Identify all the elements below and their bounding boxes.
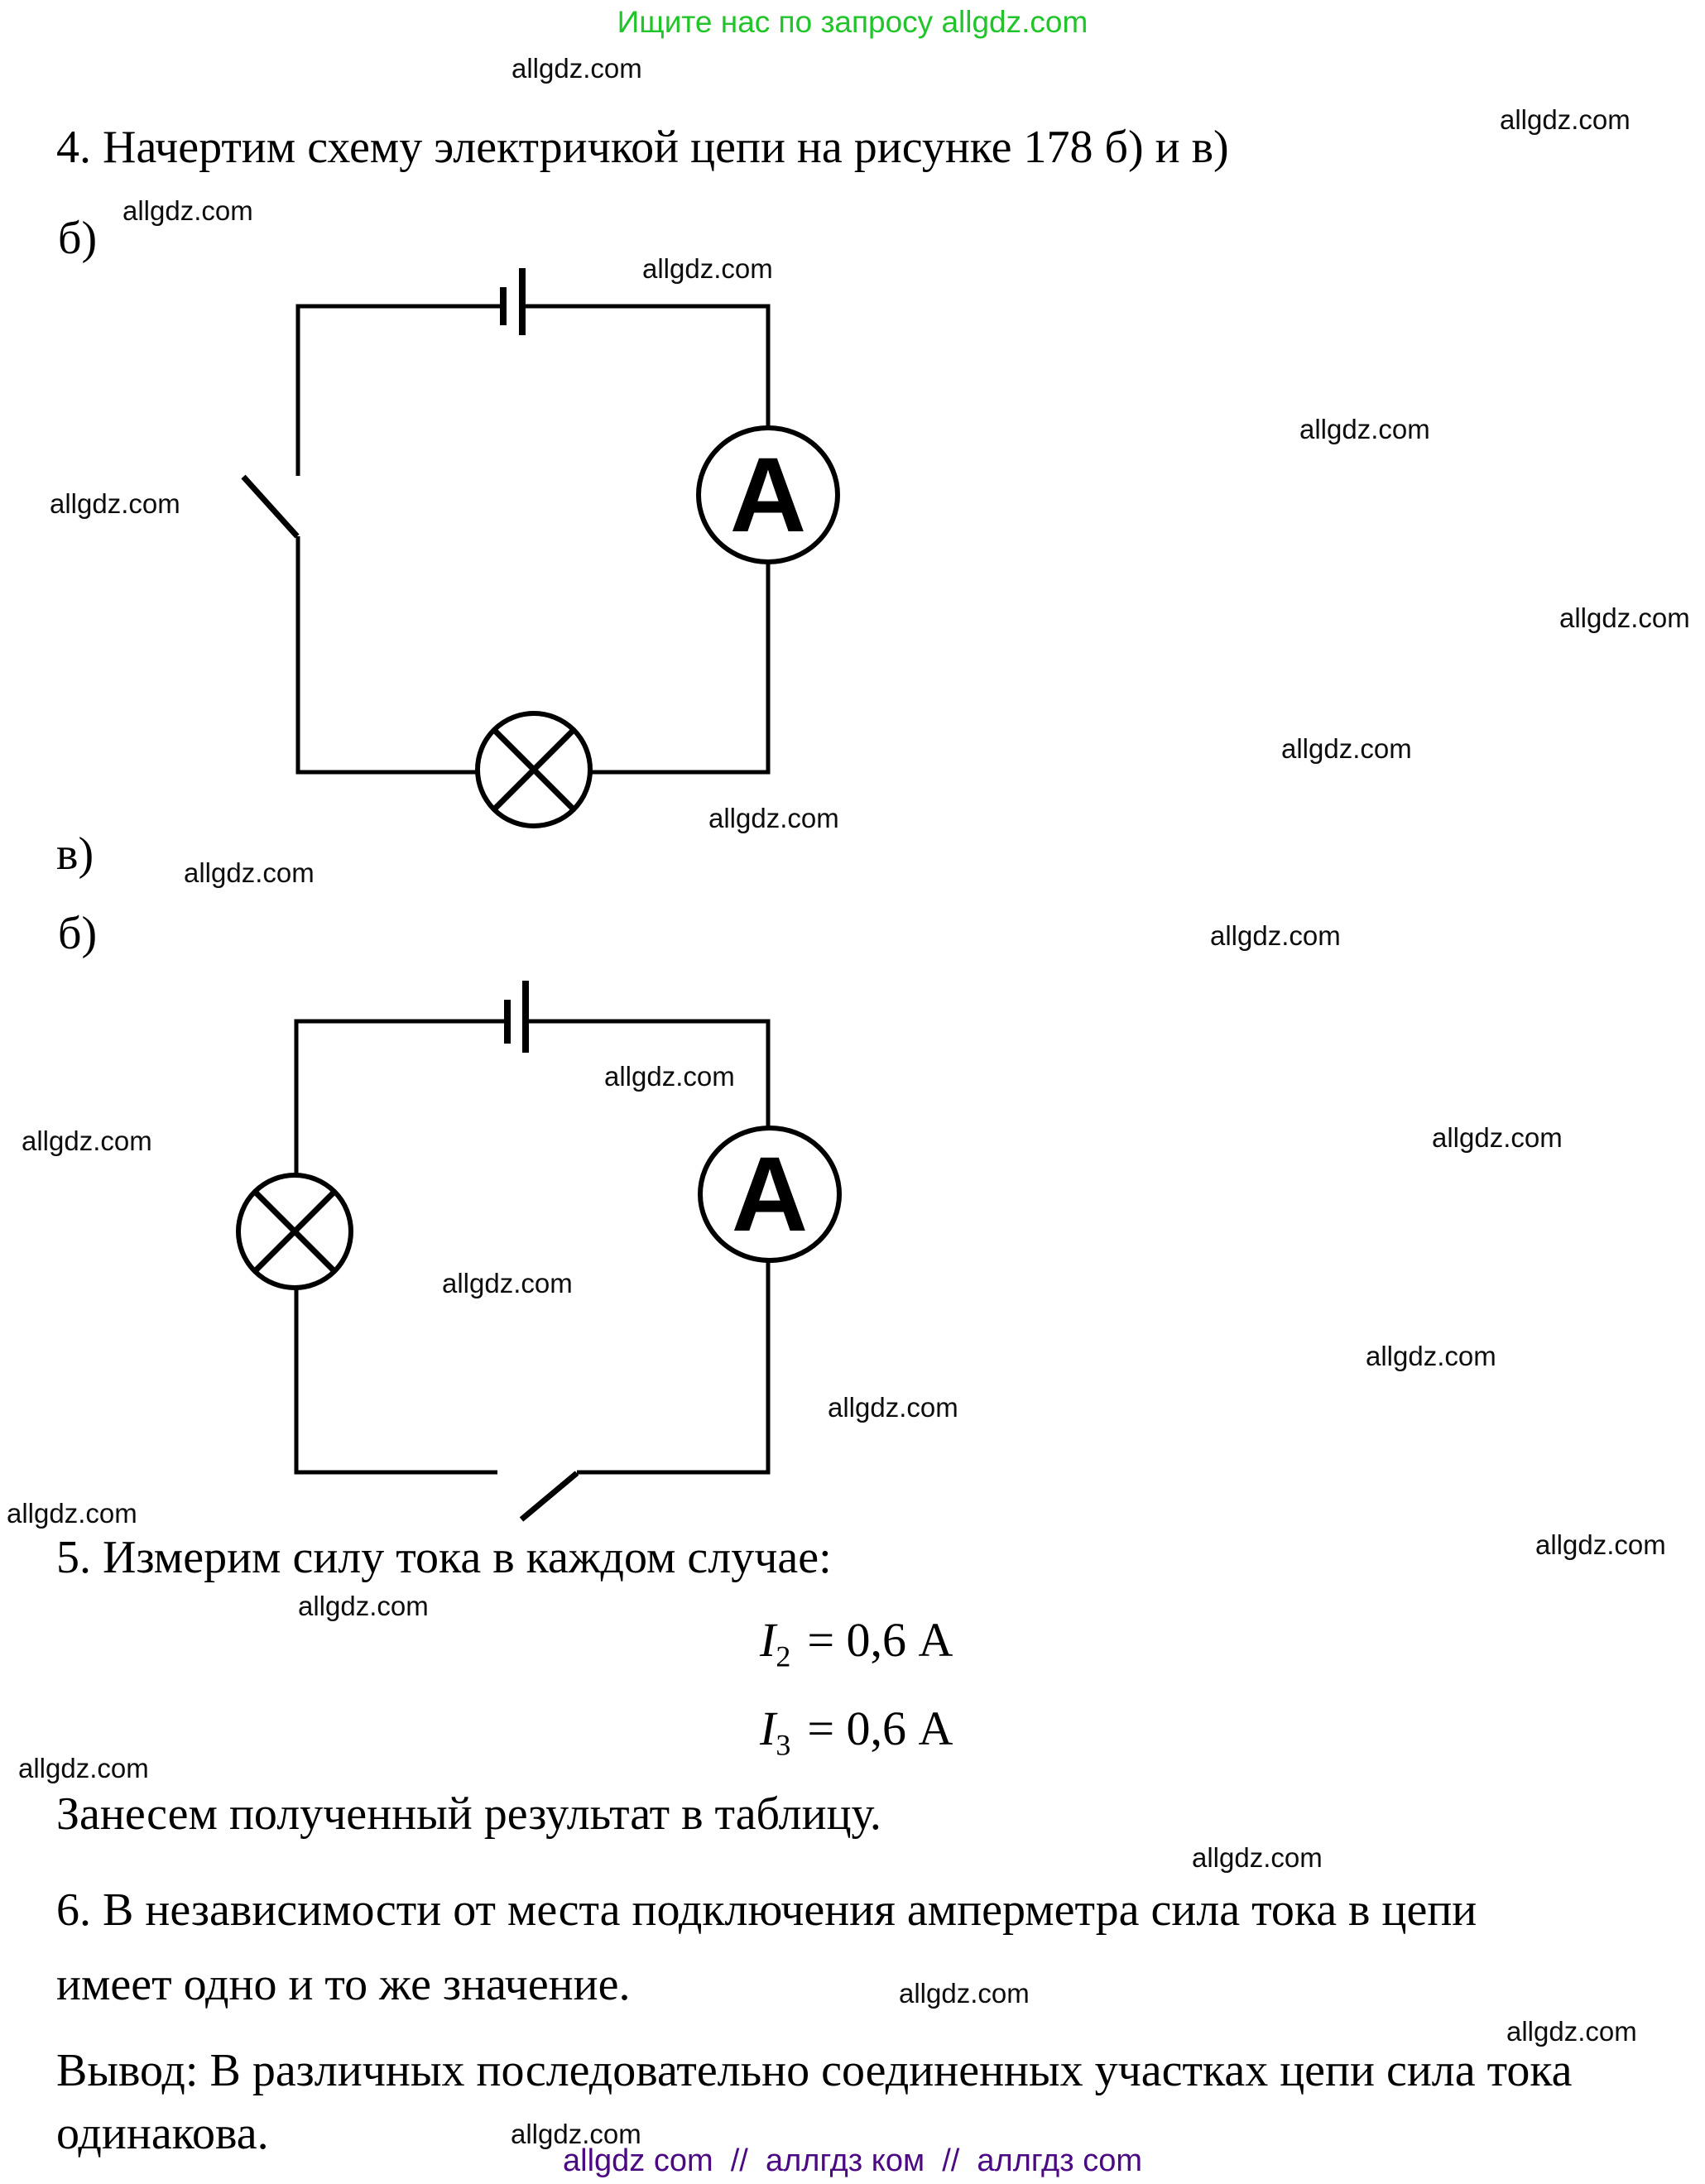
label-v: в)	[56, 828, 94, 880]
lamp-cross	[492, 727, 576, 812]
circuit-diagram-v: A	[236, 981, 842, 1522]
watermark: allgdz.com	[1366, 1341, 1496, 1371]
watermark: allgdz.com	[642, 253, 773, 284]
wire	[295, 304, 771, 775]
watermark: allgdz.com	[1432, 1122, 1563, 1153]
conclusion-line1: Вывод: В различных последовательно соеди…	[56, 2045, 1573, 2096]
watermark: allgdz.com	[122, 195, 253, 226]
ammeter-label: A	[732, 1135, 808, 1254]
label-b2: б)	[58, 908, 98, 959]
conclusion-line2: одинакова.	[56, 2108, 269, 2159]
step5-heading: 5. Измерим силу тока в каждом случае:	[56, 1532, 832, 1583]
watermark: allgdz.com	[7, 1498, 137, 1529]
watermark: allgdz.com	[512, 53, 642, 84]
wire	[295, 304, 503, 476]
watermark: allgdz.com	[1559, 602, 1690, 633]
watermark: allgdz.com	[828, 1392, 958, 1423]
watermark: allgdz.com	[50, 488, 180, 519]
watermark: allgdz.com	[1192, 1842, 1323, 1873]
switch-icon	[241, 474, 300, 539]
watermark: allgdz.com	[899, 1978, 1030, 2009]
watermark: allgdz.com	[604, 1061, 735, 1092]
step6-line1: 6. В независимости от места подключения …	[56, 1884, 1477, 1936]
ammeter-icon	[698, 1126, 842, 1263]
watermark: allgdz.com	[1210, 920, 1341, 951]
formula-i3: I3 = 0,6 А	[760, 1701, 953, 1760]
watermark: allgdz.com	[184, 857, 315, 888]
lamp-cross	[252, 1189, 337, 1274]
label-b1: б)	[58, 213, 98, 264]
formula-value: = 0,6 А	[807, 1702, 953, 1755]
formula-subscript: 3	[776, 1728, 791, 1762]
formula-value: = 0,6 А	[807, 1613, 953, 1667]
circuit-diagram-b: A	[241, 268, 840, 828]
watermark: allgdz.com	[1299, 414, 1430, 444]
ammeter-icon	[696, 425, 840, 564]
watermark: allgdz.com	[1281, 733, 1412, 764]
watermark: allgdz.com	[708, 803, 839, 833]
watermark: allgdz.com	[18, 1753, 149, 1783]
formula-subscript: 2	[776, 1639, 791, 1673]
promo-banner-top: Ищите нас по запросу allgdz.com	[617, 5, 1088, 39]
table-note: Занесем полученный результат в таблицу.	[56, 1788, 881, 1840]
formula-symbol: I	[760, 1613, 776, 1667]
watermark: allgdz.com	[511, 2119, 641, 2149]
watermark: allgdz.com	[442, 1268, 573, 1298]
watermark: allgdz.com	[22, 1126, 152, 1156]
step4-heading: 4. Начертим схему электричкой цепи на ри…	[56, 122, 1229, 173]
watermark: allgdz.com	[1500, 104, 1631, 135]
watermark: allgdz.com	[298, 1591, 429, 1621]
switch-icon	[519, 1471, 579, 1522]
watermark: allgdz.com	[1506, 2016, 1637, 2047]
ammeter-label: A	[730, 436, 806, 554]
promo-banner-bottom: allgdz com // аллгдз ком // аллгдз com	[563, 2143, 1142, 2178]
formula-symbol: I	[760, 1702, 776, 1755]
watermark: allgdz.com	[1535, 1529, 1666, 1560]
formula-i2: I2 = 0,6 А	[760, 1612, 953, 1672]
step6-line2: имеет одно и то же значение.	[56, 1959, 631, 2010]
